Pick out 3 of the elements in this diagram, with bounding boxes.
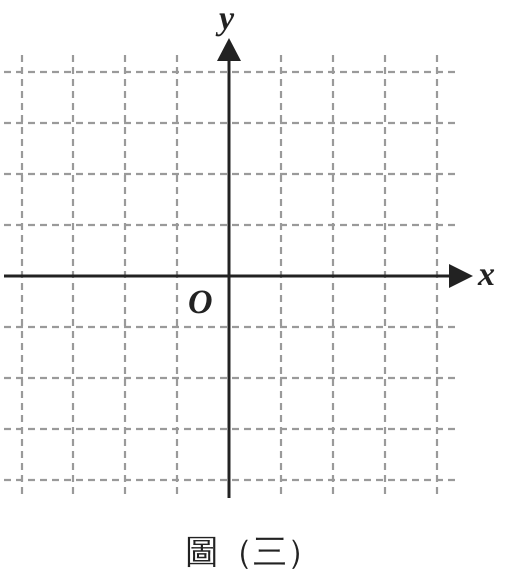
- axis-label: x: [478, 258, 495, 292]
- origin-label: O: [188, 286, 213, 320]
- figure-caption: 圖（三）: [185, 532, 321, 572]
